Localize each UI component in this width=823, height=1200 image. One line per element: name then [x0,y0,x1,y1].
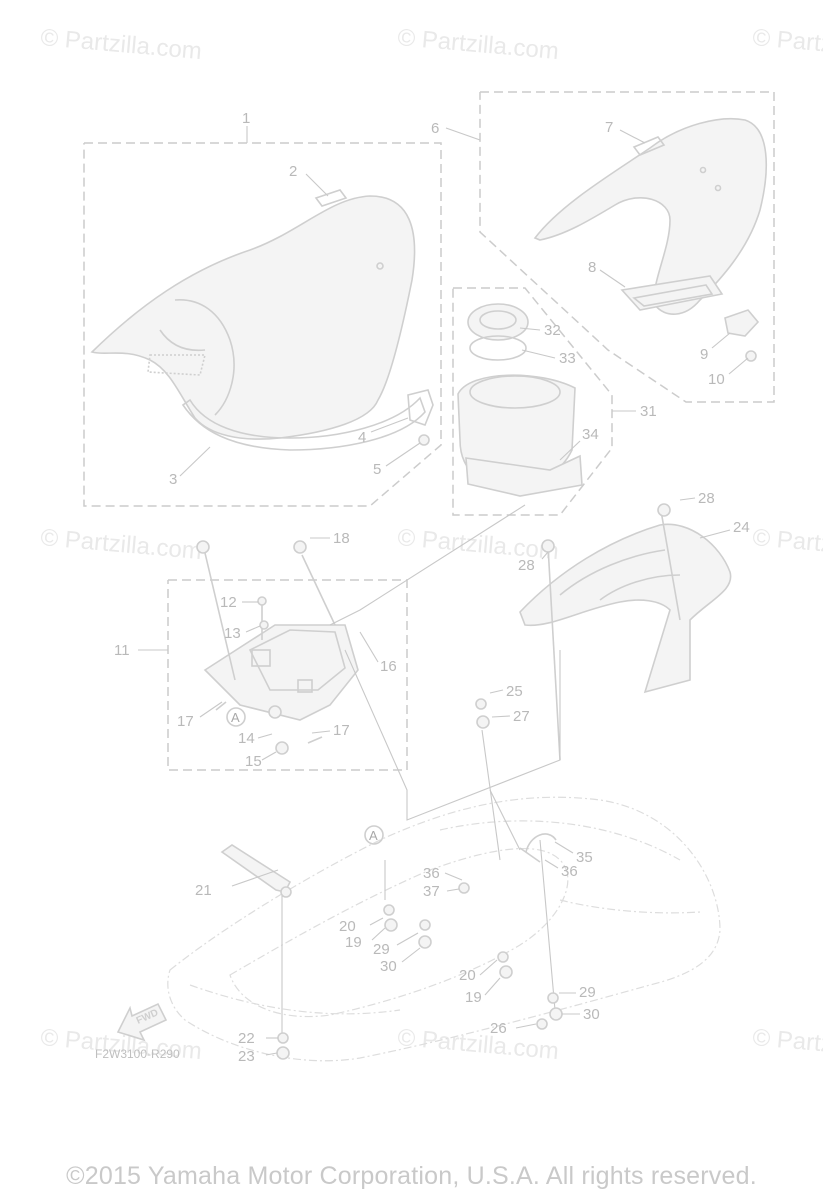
callout-7: 7 [605,119,613,136]
grab-handle-24 [519,503,732,761]
fwd-arrow: FWD [116,1002,168,1042]
storage-bin-31-outline [452,287,613,516]
callout-36-right: 36 [561,863,578,880]
callout-28-left: 28 [518,557,535,574]
callout-33: 33 [559,350,576,367]
watermark: © Partzilla.com [39,524,202,565]
callout-20-left: 20 [339,918,356,935]
watermark: © Partzilla.com [751,24,823,65]
callout-35: 35 [576,849,593,866]
bracket-assembly-11: A [196,540,359,755]
watermark: © Partzilla.com [396,524,559,565]
assembly-outlines [83,91,775,771]
callout-5: 5 [373,461,381,478]
callout-36-left: 36 [423,865,440,882]
callouts: 1 2 3 4 5 6 7 8 9 10 11 12 13 14 15 16 1… [114,110,750,1065]
diagram-code: F2W3100-R290 [95,1047,180,1061]
callout-19-right: 19 [465,989,482,1006]
callout-24: 24 [733,519,750,536]
hull [167,796,721,1062]
callout-16: 16 [380,658,397,675]
copyright-notice: ©2015 Yamaha Motor Corporation, U.S.A. A… [66,1162,757,1190]
callout-15: 15 [245,753,262,770]
seat-6 [533,117,768,362]
callout-18: 18 [333,530,350,547]
callout-11: 11 [114,642,130,659]
watermark: © Partzilla.com [39,24,202,65]
watermark: © Partzilla.com [751,1024,823,1065]
callout-12: 12 [220,594,237,611]
watermark: © Partzilla.com [751,524,823,565]
callout-34: 34 [582,426,599,443]
callout-20-right: 20 [459,967,476,984]
callout-leaders [138,126,749,1056]
callout-30-right: 30 [583,1006,600,1023]
callout-19-left: 19 [345,934,362,951]
reference-mark-a: A [231,710,240,725]
callout-27: 27 [513,708,530,725]
seat-assembly-6-outline [479,91,775,403]
callout-6: 6 [431,120,439,137]
callout-29-left: 29 [373,941,390,958]
callout-1: 1 [242,110,250,127]
callout-22: 22 [238,1030,255,1047]
callout-17-right: 17 [333,722,350,739]
callout-25: 25 [506,683,523,700]
callout-14: 14 [238,730,255,747]
callout-10: 10 [708,371,725,388]
callout-3: 3 [169,471,177,488]
callout-17-left: 17 [177,713,194,730]
callout-23: 23 [238,1048,255,1065]
callout-26: 26 [490,1020,507,1037]
storage-bin-31 [457,303,583,497]
callout-13: 13 [224,625,241,642]
hardware: A [220,698,563,1060]
callout-31: 31 [640,403,657,420]
callout-29-right: 29 [579,984,596,1001]
callout-2: 2 [289,163,297,180]
callout-32: 32 [544,322,561,339]
callout-28-right: 28 [698,490,715,507]
bracket-assembly-11-outline [167,579,408,771]
guide-lines [281,504,561,1040]
seat-assembly-1-outline [83,142,442,507]
callout-8: 8 [588,259,596,276]
seat-1 [90,189,434,451]
callout-37: 37 [423,883,440,900]
watermark: © Partzilla.com [396,24,559,65]
callout-4: 4 [358,429,366,446]
callout-30-left: 30 [380,958,397,975]
callout-9: 9 [700,346,708,363]
callout-21: 21 [195,882,212,899]
reference-mark-a-hull: A [369,828,378,843]
